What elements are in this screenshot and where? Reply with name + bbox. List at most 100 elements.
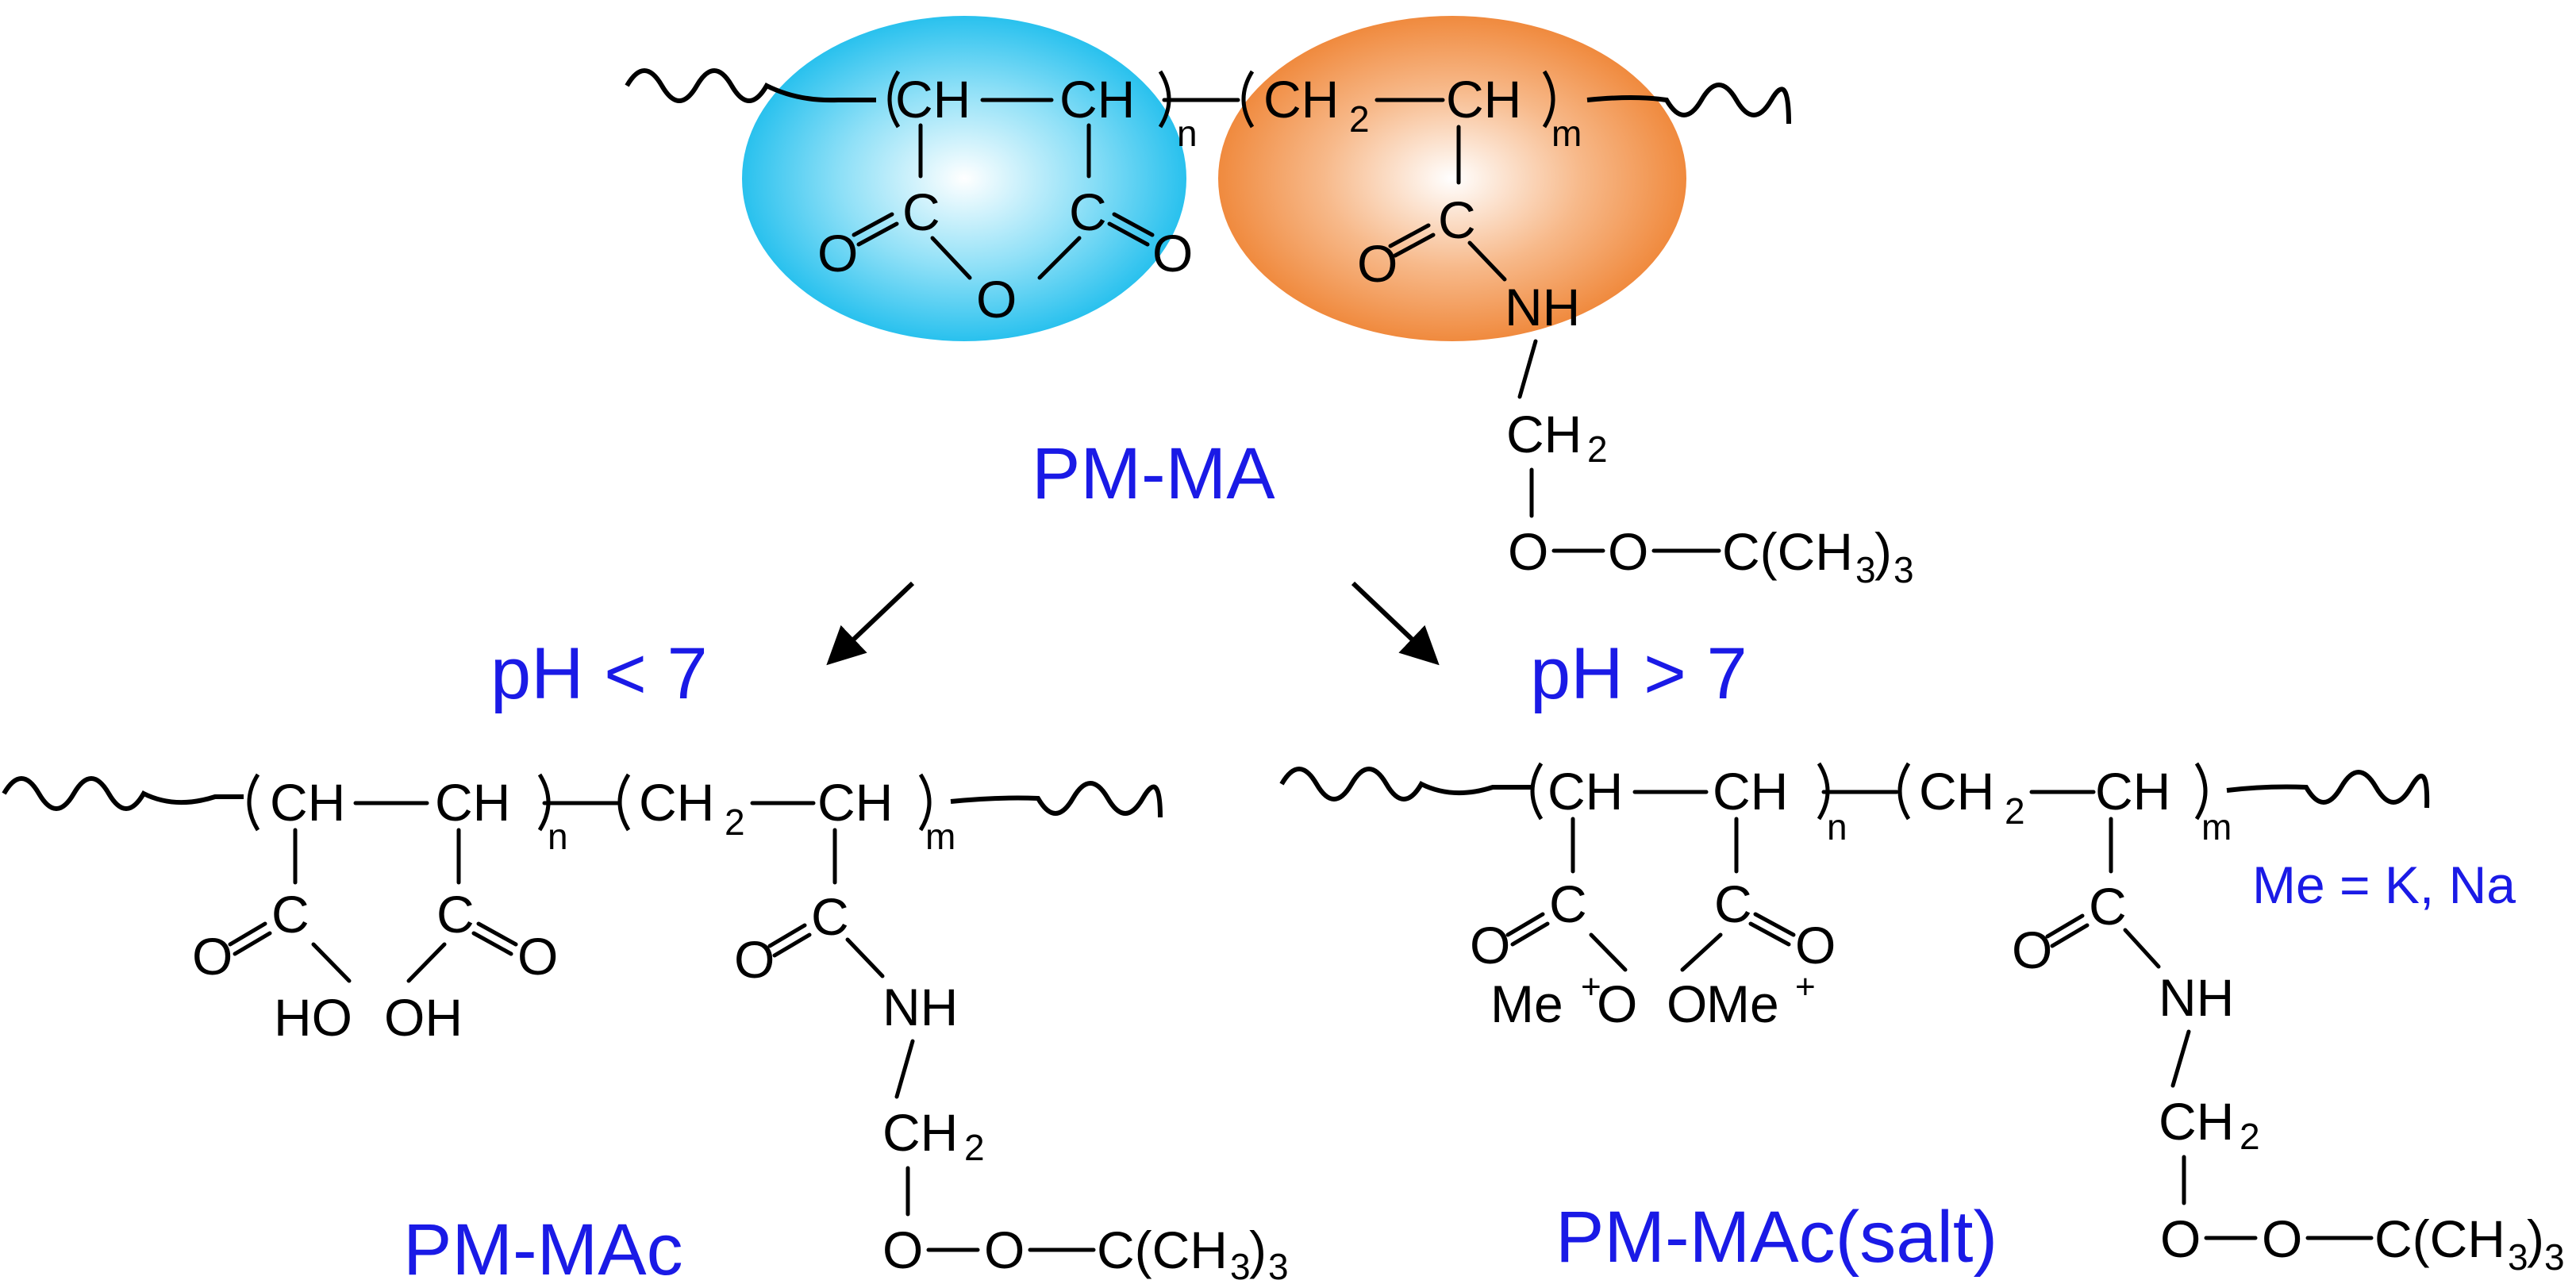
atom-o: O [1795, 916, 1836, 975]
paren-open [1530, 762, 1544, 821]
atom-ch: CH [1059, 70, 1135, 129]
label-pm-ma: PM-MA [1032, 433, 1275, 514]
atom-c: C [2089, 877, 2127, 936]
chain-wave-left [625, 68, 876, 103]
label-pm-mac: PM-MAc [403, 1209, 683, 1284]
subscript-3: 3 [1894, 549, 1914, 590]
atom-c: C [1549, 875, 1587, 933]
paren-open [1897, 762, 1911, 821]
atom-o: O [1608, 522, 1648, 581]
atom-c: C [1714, 875, 1752, 933]
paren-open [247, 773, 260, 832]
paren-close [1542, 70, 1555, 129]
atom-me: Me [1490, 975, 1563, 1033]
atom-o: O [1152, 224, 1193, 283]
atom-ch: CH [1446, 70, 1521, 129]
subscript-m: m [1551, 113, 1582, 154]
chain-wave-left [1279, 767, 1531, 802]
atom-o: O [882, 1221, 923, 1279]
atom-tert-butyl: C(CH [1722, 522, 1853, 581]
label-acid-condition: pH < 7 [490, 633, 708, 714]
atom-ch2: CH [1506, 405, 1582, 463]
pm-mac-structure: CH CH n C C O HO O OH CH 2 CH m C O NH [2, 773, 1289, 1284]
paren-open [1241, 70, 1255, 129]
subscript-2: 2 [1587, 429, 1608, 470]
label-base-condition: pH > 7 [1530, 633, 1747, 714]
atom-ch: CH [1713, 762, 1788, 821]
atom-o: O [1667, 975, 1707, 1033]
atom-ch2: CH [639, 773, 714, 832]
arrow-base [1351, 581, 1440, 666]
subscript-3: 3 [2544, 1236, 2565, 1278]
atom-ho: HO [274, 988, 352, 1047]
subscript-2: 2 [964, 1127, 985, 1168]
paren-open [887, 70, 901, 129]
atom-ch: CH [270, 773, 345, 832]
subscript-2: 2 [2005, 790, 2025, 832]
atom-o: O [192, 927, 233, 986]
anhydride-highlight [742, 16, 1186, 341]
atom-c: C [902, 183, 940, 241]
atom-o: O [1508, 522, 1548, 581]
atom-c: C [271, 885, 310, 944]
subscript-2: 2 [725, 802, 745, 843]
amide-highlight [1218, 16, 1686, 341]
subscript-3: 3 [1268, 1246, 1289, 1284]
atom-nh: NH [1505, 278, 1580, 336]
atom-o: O [984, 1221, 1025, 1279]
atom-c: C [1069, 183, 1107, 241]
atom-tert-butyl: C(CH [2374, 1209, 2505, 1268]
arrow-acid [826, 581, 915, 666]
atom-ch2: CH [1263, 70, 1339, 129]
subscript-3: 3 [1230, 1246, 1251, 1284]
atom-o: O [2160, 1209, 2201, 1268]
subscript-n: n [548, 816, 568, 857]
superscript-plus: + [1581, 967, 1601, 1006]
atom-o: O [1470, 916, 1510, 975]
atom-oh: OH [384, 988, 463, 1047]
subscript-n: n [1827, 806, 1847, 848]
atom-ch: CH [1548, 762, 1623, 821]
atom-o: O [817, 224, 858, 283]
subscript-m: m [2201, 806, 2232, 848]
pm-ma-structure: CH CH n C C O O O CH 2 CH m C O NH [625, 16, 1914, 590]
subscript-m: m [925, 816, 955, 857]
subscript-2: 2 [1349, 98, 1370, 140]
chain-wave-left [2, 776, 244, 811]
atom-ch: CH [895, 70, 971, 129]
atom-ch2: CH [1919, 762, 1994, 821]
close-paren: ) [1249, 1221, 1267, 1279]
label-pm-mac-salt: PM-MAc(salt) [1555, 1197, 1997, 1278]
pm-mac-salt-structure: CH CH n C C O Me + O O O Me + CH 2 CH m … [1279, 762, 2565, 1278]
atom-tert-butyl: C(CH [1097, 1221, 1228, 1279]
atom-ch2: CH [882, 1103, 958, 1162]
atom-c: C [811, 887, 849, 946]
atom-ch: CH [435, 773, 510, 832]
atom-nh: NH [882, 978, 958, 1036]
close-paren: ) [2527, 1209, 2544, 1268]
atom-o: O [2012, 921, 2052, 979]
superscript-plus: + [1795, 967, 1816, 1006]
paren-close [2194, 762, 2208, 821]
atom-ch: CH [817, 773, 893, 832]
paren-open [617, 773, 631, 832]
subscript-3: 3 [2508, 1236, 2528, 1278]
subscript-3: 3 [1855, 549, 1876, 590]
chain-wave-right [950, 781, 1163, 818]
atom-o: O [976, 270, 1017, 329]
atom-ch: CH [2095, 762, 2170, 821]
subscript-n: n [1177, 113, 1198, 154]
atom-nh: NH [2159, 968, 2234, 1027]
atom-c: C [436, 885, 475, 944]
atom-c: C [1438, 190, 1476, 249]
chain-wave-right [2226, 770, 2430, 809]
atom-o: O [1597, 975, 1637, 1033]
atom-ch2: CH [2159, 1092, 2234, 1151]
atom-o: O [734, 930, 775, 989]
atom-o: O [2262, 1209, 2302, 1268]
label-metal-note: Me = K, Na [2252, 855, 2516, 914]
paren-close [918, 773, 932, 832]
atom-o: O [517, 927, 558, 986]
subscript-2: 2 [2240, 1116, 2260, 1157]
